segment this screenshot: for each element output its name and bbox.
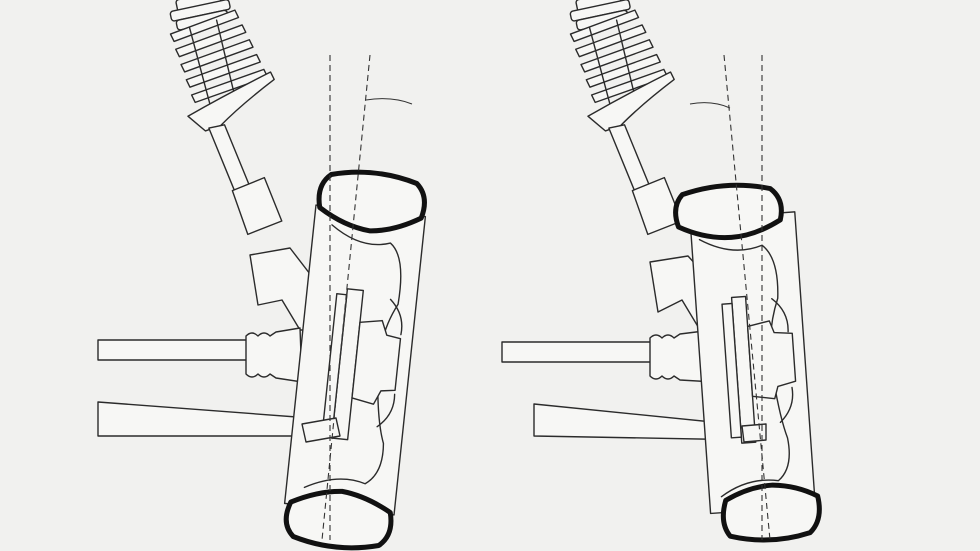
right-camber-angle-arc [689, 102, 731, 109]
right-wheel [673, 182, 822, 543]
left-lower-arm [97, 401, 311, 437]
left-panel-suspension [97, 0, 427, 551]
left-coil-spring [163, 0, 306, 243]
right-drive-shaft [501, 341, 653, 363]
left-cv-boot [245, 327, 303, 383]
left-drive-shaft [97, 339, 249, 361]
left-tire-top [316, 169, 427, 234]
right-tire-bottom [720, 482, 822, 543]
left-wheel [283, 169, 427, 551]
right-camber-axis [723, 54, 771, 541]
left-camber-angle-arc [365, 98, 413, 105]
left-camber-axis [321, 54, 371, 541]
right-panel-suspension [501, 0, 822, 543]
left-tire-bottom [283, 488, 394, 551]
